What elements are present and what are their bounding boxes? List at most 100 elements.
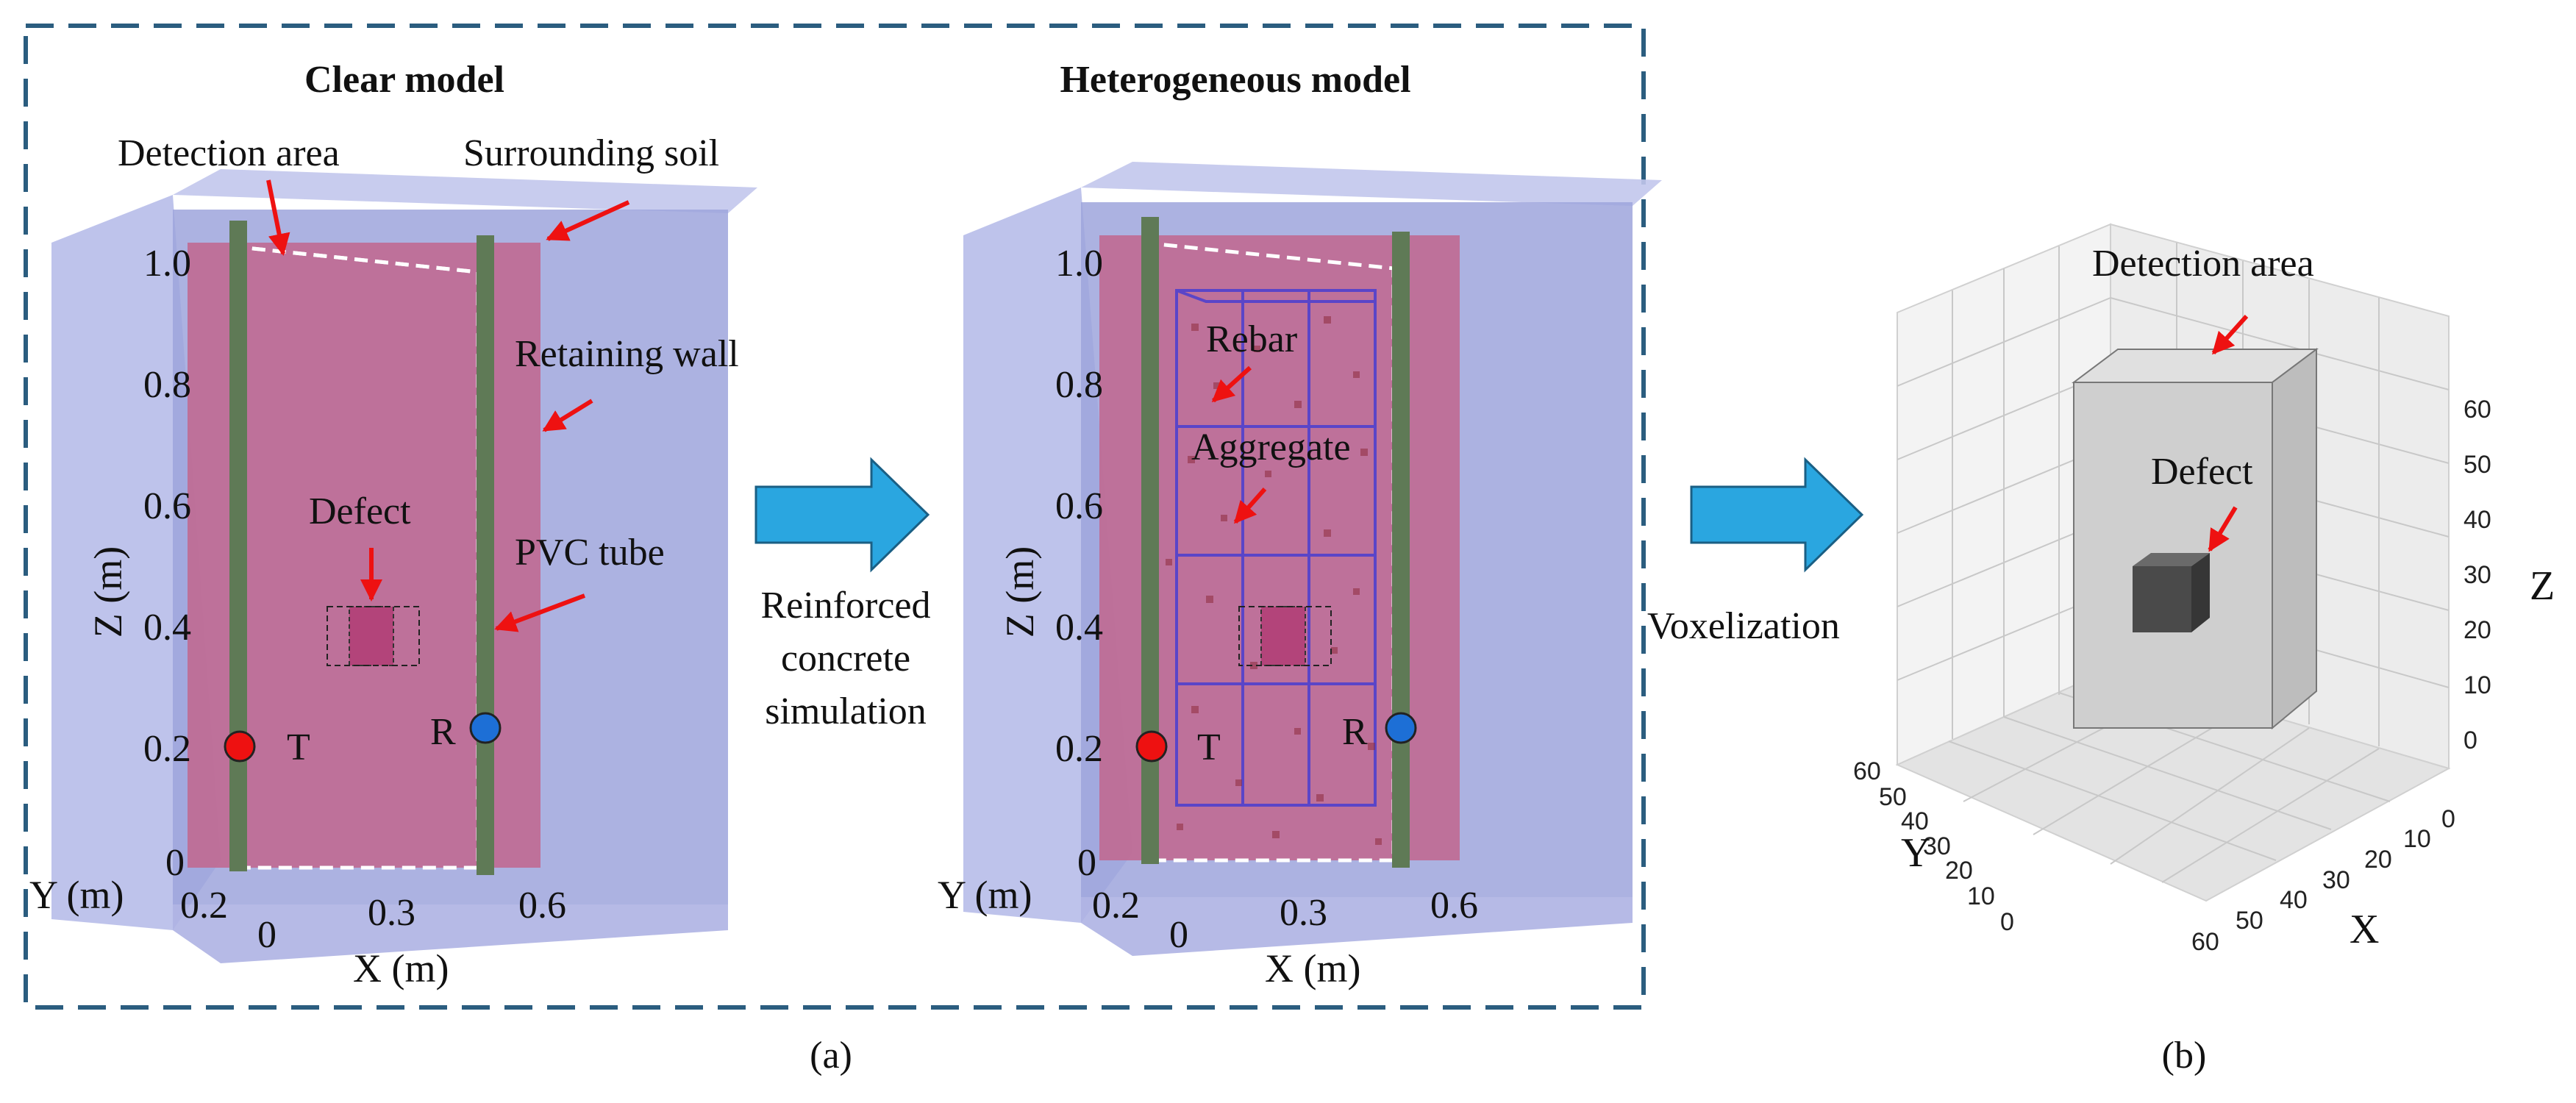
label-surrounding-soil: Surrounding soil [463,132,719,174]
z-tick: 50 [2463,451,2491,479]
z-axis-name: Z (m) [998,546,1042,638]
y-axis-name: Y [1901,830,1930,876]
z-tick: 30 [2463,561,2491,589]
x-tick: 40 [2280,886,2308,914]
label-receiver: R [1342,711,1368,753]
label-transmitter: T [1197,727,1221,768]
voxel-plot: Detection area Defect 60 50 40 30 20 10 … [1853,223,2555,956]
y-tick: 40 [1901,807,1929,835]
z-tick: 0.4 [143,607,191,649]
defect-outline [327,606,420,666]
y-tick: 50 [1879,783,1907,811]
y-axis-name: Y (m) [938,873,1032,917]
pvc-tube-left [1141,217,1159,864]
soil-block-bottom [173,904,728,963]
x-tick: 50 [2236,907,2263,935]
x-tick: 60 [2191,928,2219,956]
label-rebar: Rebar [1206,318,1297,360]
y-tick: 60 [1853,757,1881,785]
z-tick: 1.0 [1055,243,1103,285]
x-tick: 0.6 [1430,885,1478,927]
voxel-defect-side [2191,553,2210,632]
soil-block-back [1081,162,1662,206]
z-tick: 0 [1077,842,1096,884]
soil-block-back [173,169,757,213]
y-tick: 0 [1169,914,1188,956]
z-tick: 0.8 [143,364,191,406]
pvc-tube-right [477,235,494,875]
z-tick: 20 [2463,616,2491,644]
clear-model-title: Clear model [304,59,504,101]
defect-block [1260,606,1306,666]
z-tick: 0.2 [143,728,191,770]
y-tick: 20 [1945,857,1973,885]
arrow-label-line: Reinforced [760,585,930,627]
label-retaining-wall: Retaining wall [515,333,739,375]
transmitter-marker [1135,730,1168,763]
z-tick: 0 [165,842,185,884]
pointer-detection-area [266,179,290,256]
label-voxel-defect: Defect [2151,451,2253,493]
z-tick: 0.8 [1055,364,1103,406]
heterogeneous-model: Heterogeneous model Rebar Aggregate T R … [938,59,1662,990]
arrow-label-line: simulation [765,690,927,732]
arrow-label-line: concrete [781,638,910,679]
z-tick: 0.6 [143,485,191,527]
voxel-defect-top [2133,553,2210,566]
clear-model: Clear model Detection area Surrounding s… [29,59,757,990]
flow-arrow-voxelization [1690,457,1864,573]
y-tick: 0.2 [1092,885,1140,927]
transmitter-marker [224,730,256,763]
z-tick: 1.0 [143,243,191,285]
y-tick: 0 [257,914,276,956]
z-tick: 0 [2463,727,2477,754]
soil-block-bottom [1081,897,1633,956]
label-pvc-tube: PVC tube [515,532,665,574]
pointer-voxel-defect [2208,506,2238,552]
x-axis-name: X (m) [353,946,449,990]
pvc-tube-left [229,221,247,871]
label-defect: Defect [309,490,411,532]
pvc-tube-right [1392,232,1410,868]
x-tick: 0.3 [368,892,415,934]
y-tick: 0 [2000,908,2014,936]
pointer-surrounding-soil [546,200,630,241]
z-tick: 60 [2463,396,2491,424]
voxelization-label: Voxelization [1647,605,1840,647]
z-tick: 40 [2463,506,2491,534]
x-tick: 10 [2403,825,2431,853]
pointer-pvc-tube [494,593,586,632]
x-tick: 0 [2441,805,2455,833]
x-axis-name: X [2350,907,2379,952]
pointer-aggregate [1233,488,1267,524]
heterogeneous-model-title: Heterogeneous model [1060,59,1410,101]
label-transmitter: T [287,727,310,768]
x-tick: 30 [2322,866,2350,894]
flow-arrow-simulation [754,457,930,573]
receiver-marker [1385,712,1417,744]
receiver-marker [469,712,502,744]
voxel-defect [2133,566,2191,632]
z-tick: 0.4 [1055,607,1103,649]
x-axis-name: X (m) [1265,946,1360,990]
voxel-detection-area-side [2272,348,2317,730]
y-axis-name: Y (m) [29,873,124,917]
y-tick: 30 [1923,832,1951,860]
pointer-voxel-detection-area [2211,314,2249,355]
label-detection-area: Detection area [118,132,340,174]
label-voxel-detection-area: Detection area [2092,243,2314,285]
label-receiver: R [430,711,456,753]
z-tick: 0.2 [1055,728,1103,770]
z-axis-name: Z (m) [86,546,130,638]
x-tick: 0.6 [518,885,566,927]
y-tick: 0.2 [180,885,228,927]
caption-b: (b) [2162,1035,2207,1077]
caption-a: (a) [810,1035,852,1077]
y-tick: 10 [1967,882,1995,910]
x-tick: 20 [2364,846,2392,874]
defect-outline [1238,606,1332,666]
z-axis-name: Z [2530,563,2555,609]
z-tick: 0.6 [1055,485,1103,527]
pointer-retaining-wall [542,399,593,432]
